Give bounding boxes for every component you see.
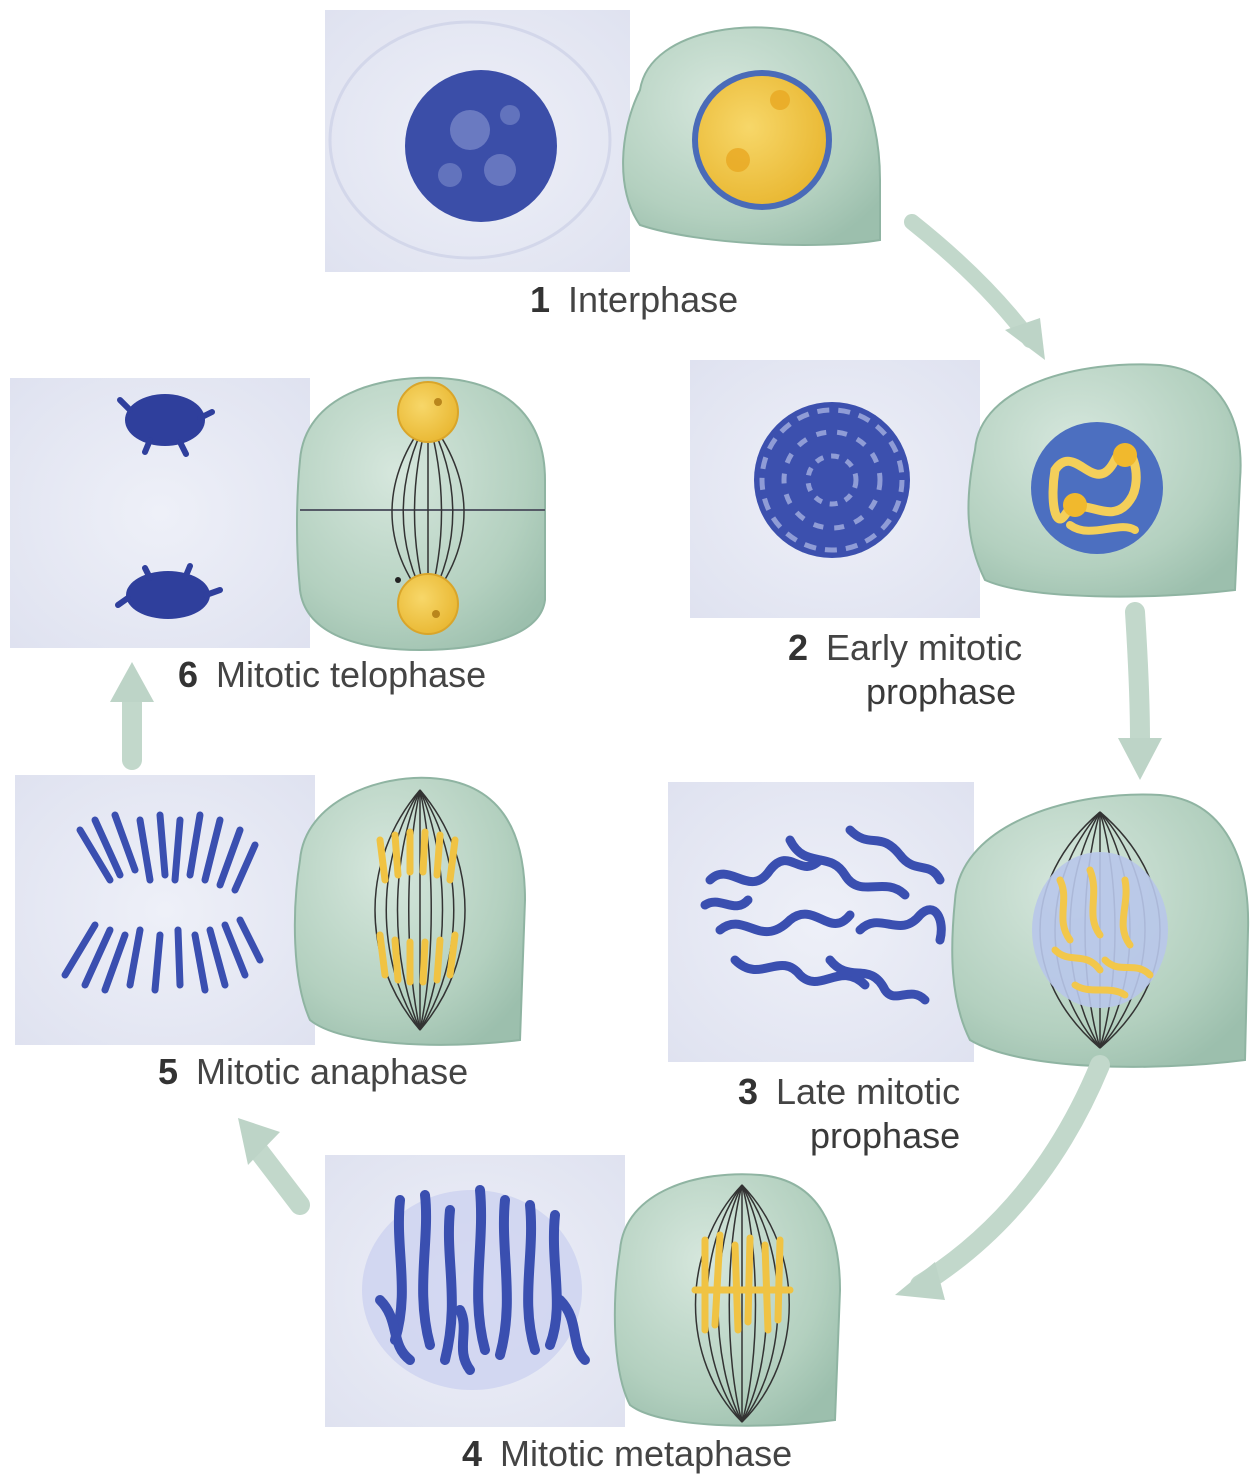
cell-metaphase xyxy=(615,1174,840,1425)
daughter-nucleus-lower xyxy=(398,574,458,634)
arrow-5-to-6 xyxy=(110,662,154,760)
stage-3-name-line2: prophase xyxy=(738,1114,960,1158)
arrow-2-to-3 xyxy=(1118,612,1162,780)
daughter-nucleus-upper xyxy=(398,382,458,442)
stage-6-name: Mitotic telophase xyxy=(216,654,486,695)
stage-5-label: 5 Mitotic anaphase xyxy=(158,1050,468,1094)
nucleus-early-prophase xyxy=(1031,422,1163,554)
stage-4-number: 4 xyxy=(462,1433,482,1474)
stage-1-interphase xyxy=(325,10,880,272)
stage-6-number: 6 xyxy=(178,654,198,695)
stage-2-early-prophase xyxy=(690,360,1241,618)
arrow-4-to-5 xyxy=(238,1118,300,1205)
stage-2-label: 2 Early mitotic prophase xyxy=(788,626,1022,714)
arrow-1-to-2 xyxy=(912,222,1045,360)
stage-4-name: Mitotic metaphase xyxy=(500,1433,792,1474)
stage-5-name: Mitotic anaphase xyxy=(196,1051,468,1092)
stage-6-telophase xyxy=(10,378,545,650)
nucleus-interphase xyxy=(692,70,832,210)
stage-5-anaphase xyxy=(15,775,525,1045)
stage-3-label: 3 Late mitotic prophase xyxy=(738,1070,960,1158)
stage-1-label: 1 Interphase xyxy=(530,278,738,322)
chromatin-early-prophase xyxy=(754,402,910,558)
stage-2-number: 2 xyxy=(788,627,808,668)
stage-5-number: 5 xyxy=(158,1051,178,1092)
nucleus-late-prophase xyxy=(1032,852,1168,1008)
stage-4-metaphase xyxy=(325,1155,840,1427)
stage-3-late-prophase xyxy=(668,782,1248,1067)
stage-6-label: 6 Mitotic telophase xyxy=(178,653,486,697)
chromatin-mass-interphase xyxy=(405,70,557,222)
stage-3-number: 3 xyxy=(738,1071,758,1112)
micrograph-anaphase xyxy=(15,775,315,1045)
stage-3-name: Late mitotic xyxy=(776,1071,960,1112)
stage-2-name-line2: prophase xyxy=(788,670,1022,714)
stage-1-name: Interphase xyxy=(568,279,738,320)
stage-1-number: 1 xyxy=(530,279,550,320)
stage-2-name: Early mitotic xyxy=(826,627,1022,668)
stage-4-label: 4 Mitotic metaphase xyxy=(462,1432,792,1476)
